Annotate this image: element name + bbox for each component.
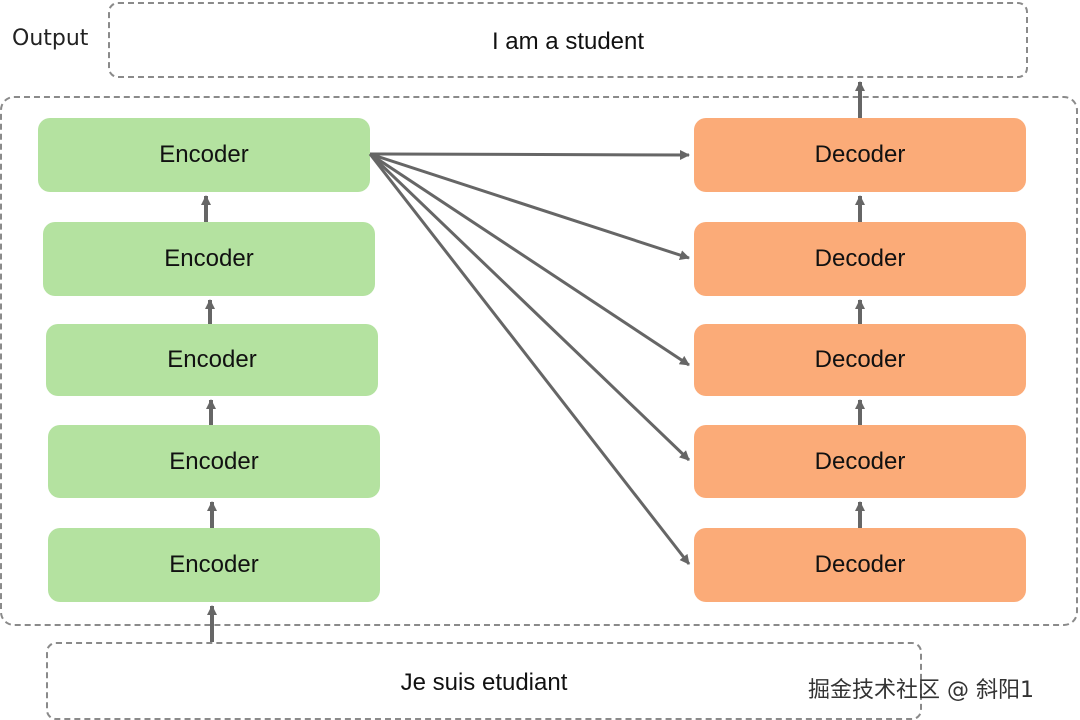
decoder-block-2: Decoder <box>694 425 1026 498</box>
decoder-block-1: Decoder <box>694 528 1026 602</box>
encoder-block-6: Encoder <box>38 118 370 192</box>
decoder-block-6: Decoder <box>694 118 1026 192</box>
output-text: I am a student <box>491 28 645 55</box>
input-text: Je suis etudiant <box>400 669 568 696</box>
arrow-encoder-to-decoder-1 <box>368 153 691 565</box>
output-box: I am a student <box>108 2 1028 78</box>
output-label: Output <box>12 26 89 51</box>
encoder-block-3: Encoder <box>46 324 378 396</box>
encoder-block-4: Encoder <box>43 222 375 296</box>
decoder-block-4: Decoder <box>694 222 1026 296</box>
input-box: Je suis etudiant <box>46 642 922 720</box>
arrow-encoder-to-decoder-6 <box>369 149 690 160</box>
arrow-encoder-to-decoder-2 <box>368 152 691 462</box>
encoder-block-1: Encoder <box>48 528 380 602</box>
encoder-block-2: Encoder <box>48 425 380 498</box>
decoder-block-3: Decoder <box>694 324 1026 396</box>
arrow-encoder-to-decoder-4 <box>369 152 690 260</box>
watermark: 掘金技术社区 @ 斜阳1 <box>808 678 1034 703</box>
encoder-decoder-container <box>0 96 1078 626</box>
arrow-encoder-to-decoder-3 <box>369 152 690 367</box>
